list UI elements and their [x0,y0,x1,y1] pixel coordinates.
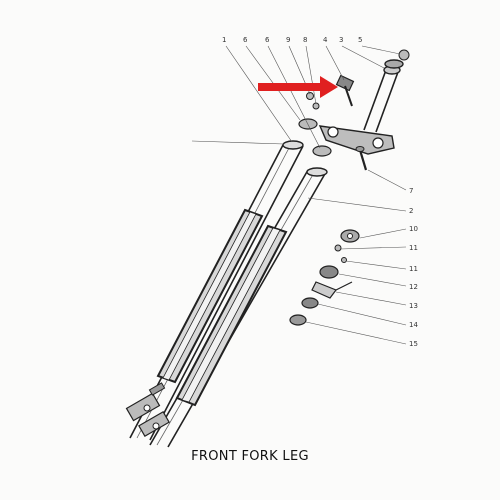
callout-14: 14 [409,321,418,329]
pinch-bolt [355,146,368,171]
callout-9: 9 [286,36,290,44]
callout-11a: 11 [409,244,418,252]
callout-numbers: 1 6 6 9 8 4 3 5 7 2 10 11 11 12 13 14 15 [222,36,418,348]
callout-6b: 6 [265,36,270,44]
callout-1: 1 [222,36,226,44]
callout-5: 5 [358,36,362,44]
diagram-caption: FRONT FORK LEG [191,449,309,464]
callout-6a: 6 [243,36,248,44]
callout-2: 2 [409,207,413,215]
fork-leg-right [125,167,328,448]
red-arrow [258,76,338,98]
callout-7: 7 [409,187,413,195]
yoke-bolt [335,74,355,107]
small-parts [289,229,360,326]
callout-12: 12 [409,283,418,291]
callout-3: 3 [339,36,343,44]
steering-stem [363,59,404,133]
small-washers [298,49,410,157]
callout-11b: 11 [409,265,418,273]
fork-leg-left [129,140,304,441]
callout-10: 10 [409,225,418,233]
leader-lines [191,45,407,345]
callout-4: 4 [323,36,328,44]
fork-yoke [318,125,395,155]
callout-13: 13 [409,302,418,310]
callout-8: 8 [303,36,307,44]
callout-15: 15 [409,340,418,348]
